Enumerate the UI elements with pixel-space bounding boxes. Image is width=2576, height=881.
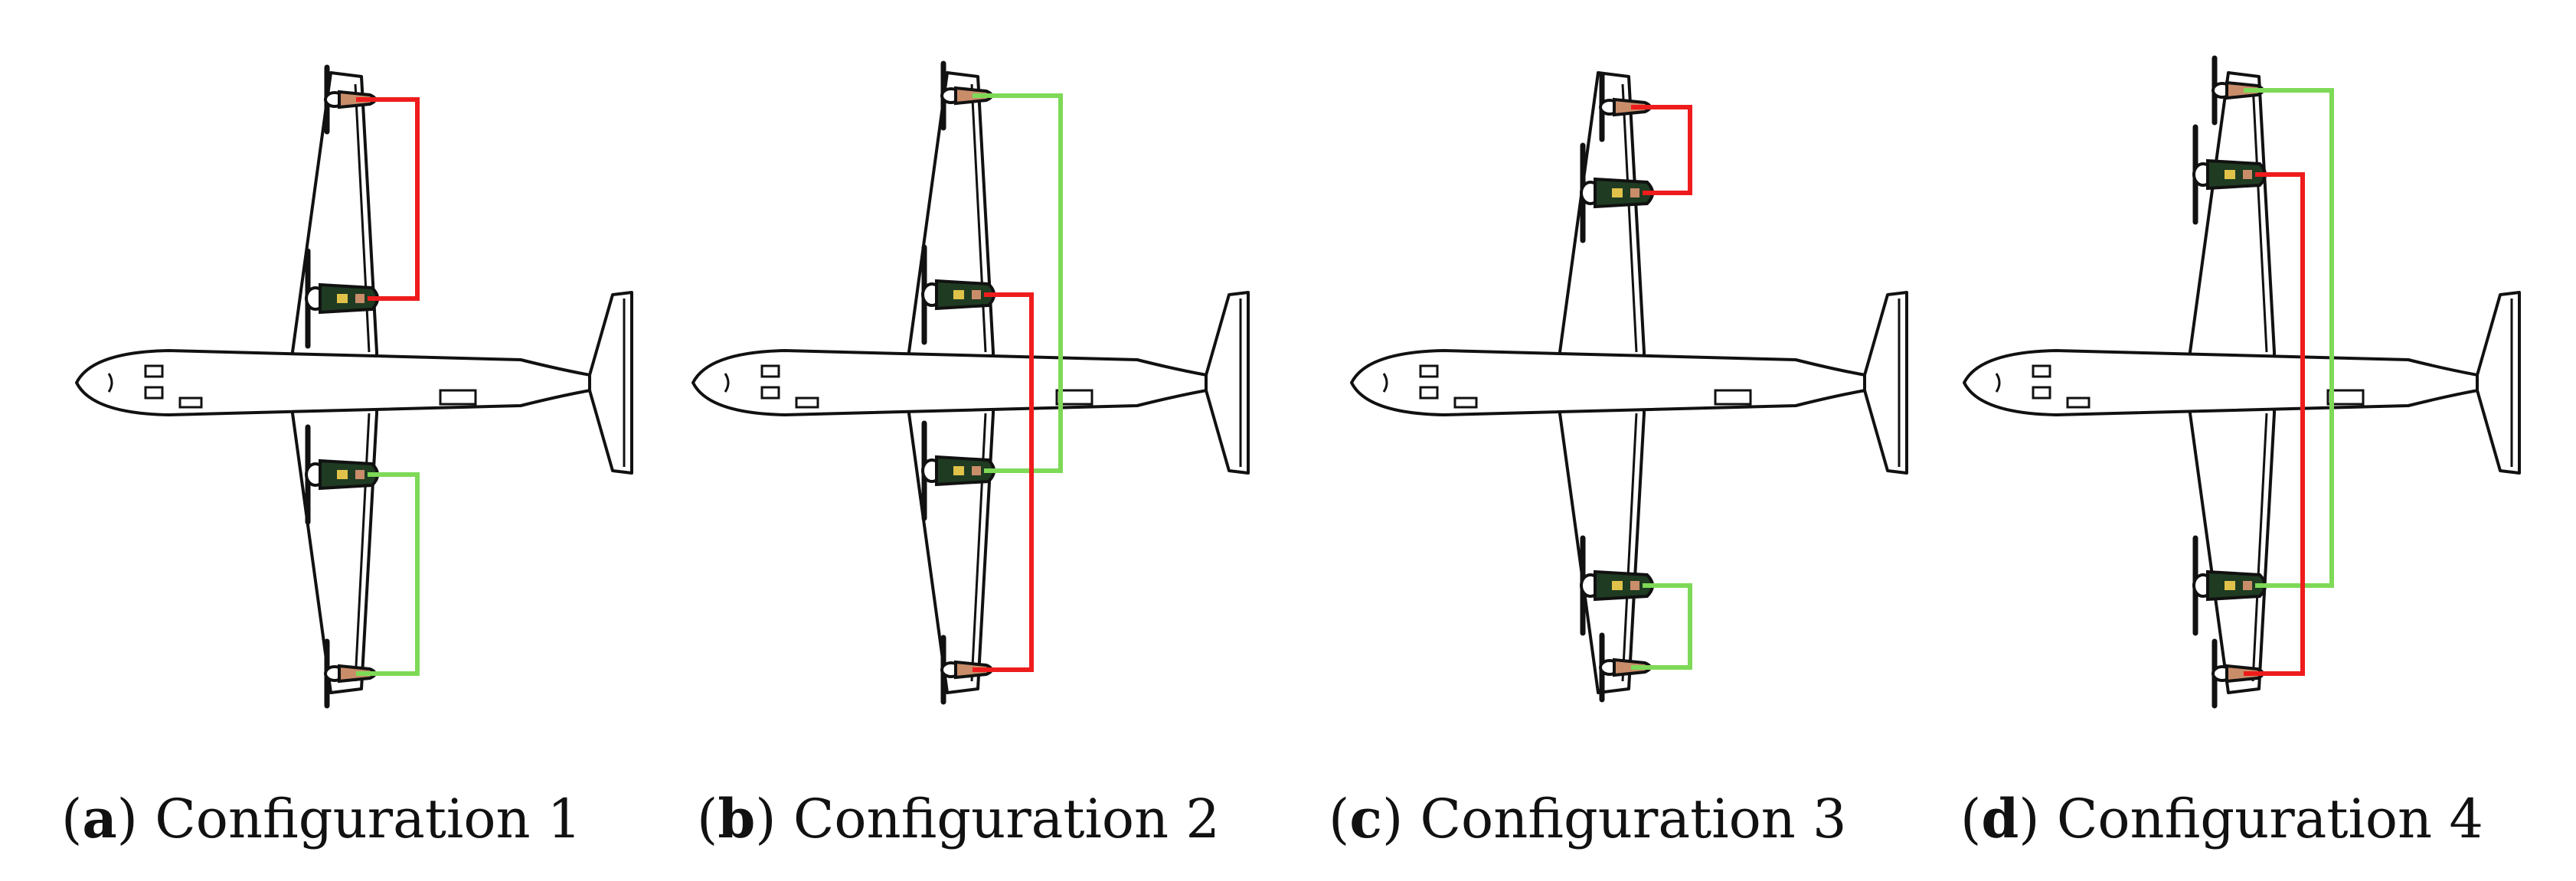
flap-line <box>2251 83 2268 353</box>
fuselage <box>1350 349 1897 416</box>
caption-letter: d <box>1981 787 2019 850</box>
fuselage <box>1963 349 2509 416</box>
caption-letter: b <box>718 787 756 850</box>
motor-icon <box>2243 170 2252 179</box>
aircraft-topview <box>75 64 633 709</box>
aircraft-diagram <box>691 60 1250 705</box>
caption-label: Configuration 2 <box>793 788 1220 850</box>
hatch-outline <box>439 389 477 406</box>
door-outline <box>1453 396 1478 409</box>
cockpit-window <box>1382 373 1388 393</box>
component-icon <box>1612 581 1623 590</box>
green-power-line <box>1631 583 1692 670</box>
cabin-window <box>1419 364 1439 378</box>
aircraft-diagram <box>1350 71 1908 703</box>
caption-letter: c <box>1349 787 1382 850</box>
outer-engine-icon <box>940 60 993 131</box>
fuselage <box>75 349 622 416</box>
hatch-outline <box>1714 389 1752 406</box>
aircraft-diagram <box>1963 55 2521 709</box>
cockpit-window <box>724 373 730 393</box>
component-icon <box>2225 170 2235 179</box>
red-power-line <box>356 97 420 301</box>
green-power-line <box>356 472 420 676</box>
horizontal-tail <box>1863 291 1908 475</box>
horizontal-tail <box>1205 291 1250 475</box>
flap-line <box>1621 83 1638 353</box>
component-icon <box>953 290 964 299</box>
inner-engine-icon <box>921 420 995 521</box>
cabin-window <box>144 364 164 378</box>
cabin-window <box>760 364 780 378</box>
panel-configuration-3 <box>1336 0 1949 881</box>
caption-label: Configuration 1 <box>155 788 582 850</box>
component-icon <box>1612 188 1623 197</box>
inner-engine-icon <box>2192 124 2267 225</box>
inner-engine-icon <box>305 424 379 525</box>
flap-line <box>970 413 987 682</box>
panel-configuration-2 <box>678 0 1290 881</box>
cabin-window <box>2032 386 2051 400</box>
component-icon <box>2225 581 2235 590</box>
flap-line <box>354 413 371 682</box>
motor-icon <box>1630 581 1639 590</box>
outer-engine-icon <box>2212 55 2264 126</box>
caption-configuration-4: (d) Configuration 4 <box>1960 787 2483 850</box>
caption-configuration-3: (c) Configuration 3 <box>1329 787 1847 850</box>
motor-icon <box>355 470 364 479</box>
horizontal-tail <box>588 291 633 475</box>
component-icon <box>337 470 348 479</box>
panel-configuration-1 <box>61 0 674 881</box>
caption-letter: a <box>82 787 117 850</box>
component-icon <box>337 294 348 303</box>
aircraft-topview <box>1963 55 2521 709</box>
motor-icon <box>2243 581 2252 590</box>
horizontal-tail <box>2476 291 2521 475</box>
green-power-line <box>2244 88 2334 588</box>
flap-line <box>1621 413 1638 682</box>
hatch-outline <box>2326 389 2365 406</box>
door-outline <box>178 396 203 409</box>
component-icon <box>953 466 964 475</box>
motor-icon <box>972 466 981 475</box>
caption-configuration-1: (a) Configuration 1 <box>61 787 582 850</box>
caption-configuration-2: (b) Configuration 2 <box>697 787 1220 850</box>
door-outline <box>795 396 819 409</box>
cabin-window <box>2032 364 2051 378</box>
aircraft-topview <box>1350 71 1908 703</box>
red-power-line <box>1631 105 1692 195</box>
door-outline <box>2066 396 2091 409</box>
cockpit-window <box>107 373 113 393</box>
panel-configuration-4 <box>1949 0 2561 881</box>
red-power-line <box>973 292 1034 672</box>
hatch-outline <box>1055 389 1093 406</box>
flap-line <box>2251 413 2268 682</box>
aircraft-diagram <box>75 64 633 709</box>
aircraft-topview <box>691 60 1250 705</box>
cabin-window <box>144 386 164 400</box>
inner-engine-icon <box>2192 535 2267 636</box>
motor-icon <box>355 294 364 303</box>
flap-line <box>970 83 987 353</box>
cabin-window <box>1419 386 1439 400</box>
red-power-line <box>2244 172 2305 676</box>
motor-icon <box>1630 188 1639 197</box>
green-power-line <box>973 93 1063 473</box>
cockpit-window <box>1995 373 2001 393</box>
cabin-window <box>760 386 780 400</box>
motor-icon <box>972 290 981 299</box>
caption-label: Configuration 3 <box>1420 788 1847 850</box>
caption-label: Configuration 4 <box>2056 788 2483 850</box>
fuselage <box>691 349 1238 416</box>
